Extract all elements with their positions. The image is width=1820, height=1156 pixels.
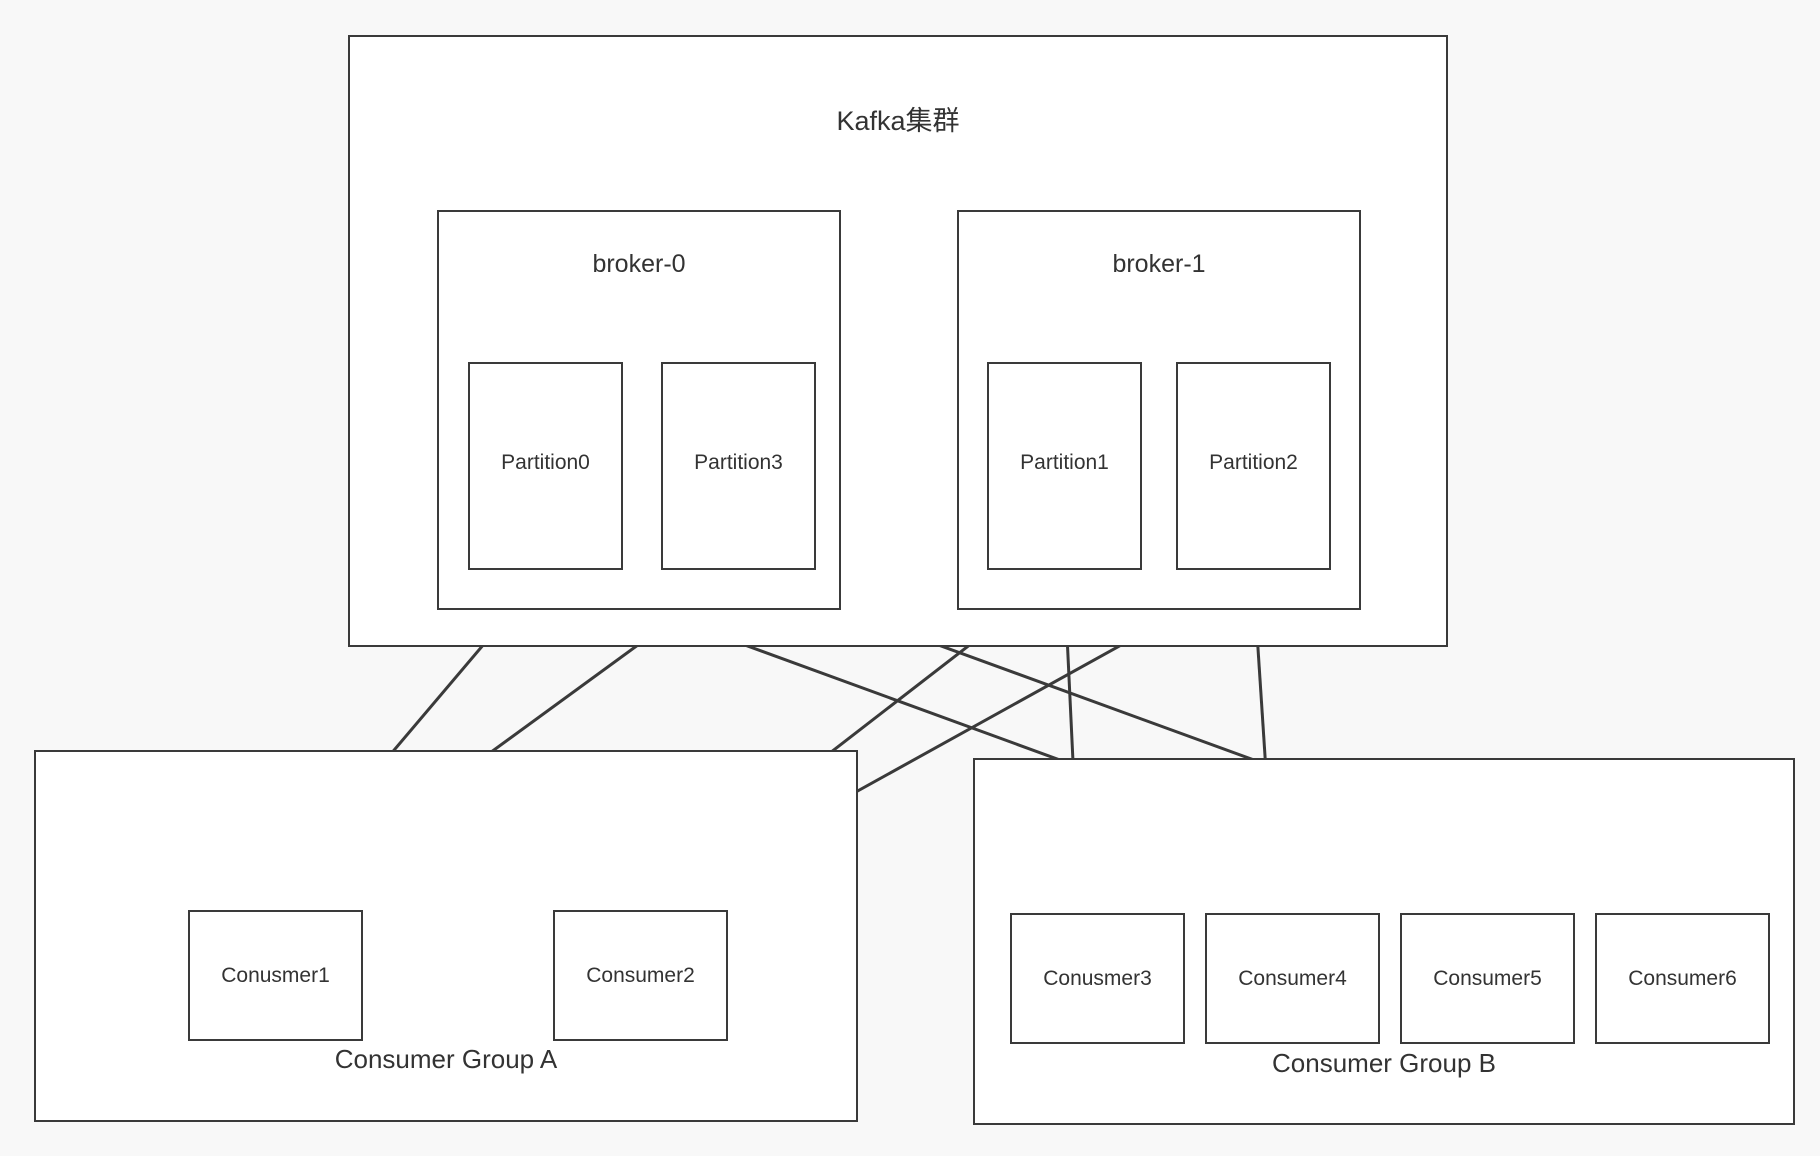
partition-3-label: Partition3 [694,451,783,474]
partition-2-label: Partition2 [1209,451,1298,474]
consumer-6-box: Consumer6 [1595,913,1770,1044]
partition-1-label: Partition1 [1020,451,1109,474]
consumer-4-label: Consumer4 [1238,967,1347,990]
partition-0-label: Partition0 [501,451,590,474]
consumer-1-label: Conusmer1 [221,964,330,987]
consumer-2-box: Consumer2 [553,910,728,1041]
broker-1-label: broker‑1 [1112,250,1206,278]
broker-0-label: broker‑0 [592,250,686,278]
consumer-group-a-label: Consumer Group A [334,1044,558,1074]
partition-2-box: Partition2 [1176,362,1331,570]
consumer-3-box: Conusmer3 [1010,913,1185,1044]
partition-1-box: Partition1 [987,362,1142,570]
consumer-5-box: Consumer5 [1400,913,1575,1044]
consumer-4-box: Consumer4 [1205,913,1380,1044]
consumer-2-label: Consumer2 [586,964,695,987]
partition-3-box: Partition3 [661,362,816,570]
consumer-group-a-box: Consumer Group A [34,750,858,1122]
partition-0-box: Partition0 [468,362,623,570]
consumer-5-label: Consumer5 [1433,967,1542,990]
consumer-group-b-label: Consumer Group B [1272,1048,1496,1078]
kafka-cluster-label: Kafka集群 [836,106,960,136]
consumer-6-label: Consumer6 [1628,967,1737,990]
consumer-1-box: Conusmer1 [188,910,363,1041]
consumer-3-label: Conusmer3 [1043,967,1152,990]
